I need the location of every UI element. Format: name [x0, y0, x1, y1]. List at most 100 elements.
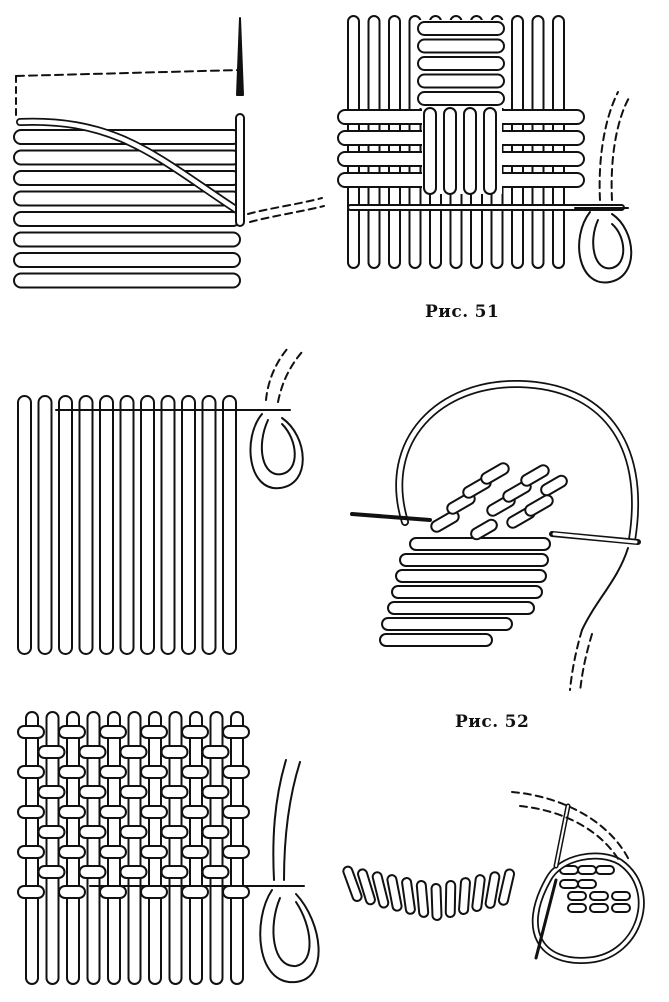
stem-stitch — [444, 880, 457, 919]
center-horizontal-bar — [417, 73, 505, 89]
stem-stitch-diagram — [342, 865, 631, 921]
vertical-satin-bar — [160, 395, 176, 655]
diagonal-satin-row — [395, 569, 547, 583]
figure-caption-51: Рис.51 — [425, 302, 499, 322]
weave-horizontal-segment — [181, 845, 209, 859]
vertical-satin-bar — [140, 395, 155, 655]
hoop-stitch — [589, 891, 609, 901]
weave-horizontal-segment — [201, 785, 230, 799]
vertical-satin-bar — [222, 395, 237, 655]
vertical-satin-bar — [119, 395, 135, 655]
weave-horizontal-segment — [17, 725, 45, 739]
figure-caption-52: Рис.52 — [455, 712, 529, 732]
weave-horizontal-segment — [17, 885, 45, 899]
weave-horizontal-segment — [222, 885, 250, 899]
floating-stitch — [480, 462, 510, 485]
stem-stitch-needle-thread — [511, 791, 645, 964]
weave-horizontal-segment — [37, 825, 66, 839]
center-horizontal-bar — [417, 38, 505, 54]
hoop-stitch — [577, 865, 597, 875]
caption-number: 52 — [504, 712, 530, 732]
weave-horizontal-segment — [17, 805, 45, 819]
diagonal-satin-diagram — [379, 462, 568, 647]
diagonal-satin-row — [399, 553, 549, 567]
weave-horizontal-segment — [37, 865, 66, 879]
center-vertical-bar — [463, 107, 477, 195]
diagonal-satin-row — [391, 585, 543, 599]
weave-horizontal-segment — [160, 745, 189, 759]
hoop-stitch — [611, 903, 631, 913]
top-left-thread-needle — [15, 17, 325, 227]
vertical-satin-bar — [99, 395, 114, 655]
weave-horizontal-segment — [99, 805, 127, 819]
weave-horizontal-segment — [78, 865, 107, 879]
floating-stitch — [470, 518, 498, 541]
center-vertical-bar — [443, 107, 457, 195]
stem-stitch — [386, 874, 403, 912]
satin-row — [13, 211, 241, 227]
horizontal-satin-rows-diagram — [13, 129, 241, 289]
vertical-satin-bar — [37, 395, 53, 655]
weave-horizontal-segment — [37, 785, 66, 799]
basket-thread-loop — [574, 91, 633, 284]
weave-horizontal-segment — [181, 725, 209, 739]
weave-horizontal-segment — [160, 865, 189, 879]
floating-stitch — [520, 464, 550, 487]
weave-horizontal-segment — [181, 805, 209, 819]
weave-horizontal-segment — [99, 765, 127, 779]
vertical-bars-thread — [55, 347, 304, 490]
satin-row — [13, 170, 241, 186]
weave-horizontal-segment — [119, 825, 148, 839]
weave-horizontal-segment — [160, 785, 189, 799]
weave-horizontal-segment — [140, 725, 168, 739]
floating-stitch — [430, 510, 460, 533]
weave-horizontal-segment — [99, 845, 127, 859]
weave-horizontal-segment — [78, 745, 107, 759]
weave-horizontal-segment — [140, 845, 168, 859]
weave-thread-loop — [89, 759, 320, 984]
weave-horizontal-segment — [78, 785, 107, 799]
fine-weave-grid-diagram — [17, 711, 250, 985]
stem-stitch — [415, 880, 430, 918]
weave-horizontal-segment — [58, 885, 86, 899]
floating-stitch — [524, 494, 554, 517]
weave-horizontal-segment — [119, 865, 148, 879]
weave-horizontal-segment — [222, 845, 250, 859]
floating-stitch — [540, 474, 568, 497]
weave-horizontal-segment — [140, 805, 168, 819]
stem-stitch — [458, 877, 471, 916]
caption-prefix: Рис. — [455, 712, 499, 732]
satin-row — [13, 252, 241, 268]
vertical-satin-bar — [17, 395, 32, 655]
weave-horizontal-segment — [58, 725, 86, 739]
diagonal-hoop-thread — [350, 379, 641, 693]
weave-horizontal-segment — [181, 885, 209, 899]
stem-stitch — [497, 868, 516, 906]
center-horizontal-bar — [417, 91, 505, 106]
weave-horizontal-segment — [201, 865, 230, 879]
center-horizontal-bar — [417, 21, 505, 36]
weave-horizontal-segment — [17, 765, 45, 779]
weave-vertical — [86, 711, 101, 985]
center-horizontal-bar — [417, 56, 505, 71]
weave-vertical — [168, 711, 183, 985]
caption-prefix: Рис. — [425, 302, 469, 322]
stem-stitch — [430, 882, 443, 921]
vertical-satin-bar — [181, 395, 196, 655]
weave-horizontal-segment — [222, 765, 250, 779]
weave-horizontal-segment — [58, 845, 86, 859]
hoop-stitch — [589, 903, 609, 913]
stem-stitch — [342, 865, 363, 903]
weave-horizontal-segment — [222, 805, 250, 819]
weave-horizontal-segment — [160, 825, 189, 839]
weave-horizontal-segment — [99, 885, 127, 899]
weave-horizontal-segment — [201, 825, 230, 839]
stem-stitch — [401, 877, 416, 915]
diagonal-satin-row — [381, 617, 513, 631]
weave-horizontal-segment — [140, 765, 168, 779]
stem-stitch — [357, 868, 376, 906]
hoop-stitch — [567, 891, 587, 901]
satin-row — [13, 149, 241, 166]
diagonal-satin-row — [379, 633, 493, 647]
